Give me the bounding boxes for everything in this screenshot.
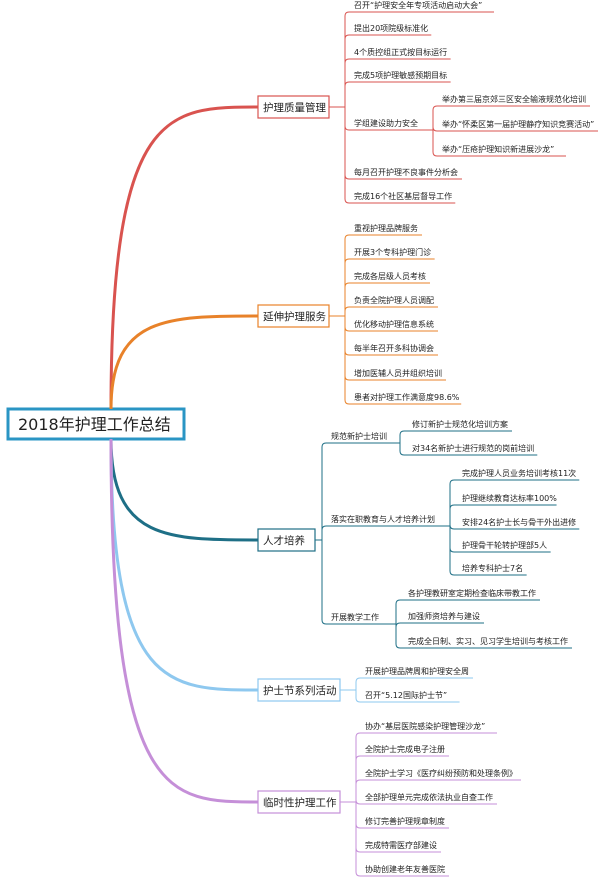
leaf-underline [355, 697, 460, 703]
leaf-label: 召开“护理安全年专项活动启动大会” [354, 0, 482, 10]
branch-label: 护理质量管理 [263, 101, 326, 114]
leaf-label: 协办“基层医院感染护理管理沙龙” [365, 721, 485, 731]
branch-2: 人才培养 规范新护士培训 修订新护士规范化培训方案对34名新护士进行规范的岗前培训落… [109, 419, 580, 649]
branch-label: 护士节系列活动 [263, 684, 337, 697]
leaf-underline [344, 326, 438, 332]
sub-leaf-underline [449, 504, 557, 510]
leaf-underline [344, 125, 422, 131]
leaf-label: 完成16个社区基层督导工作 [354, 191, 452, 201]
leaf-underline [344, 11, 494, 17]
leaf-label: 修订完善护理规章制度 [365, 816, 445, 826]
leaf-label: 优化移动护理信息系统 [354, 319, 434, 329]
root-label: 2018年护理工作总结 [18, 415, 171, 434]
leaf-label: 4个质控组正式按目标运行 [354, 47, 447, 57]
sub-leaf-underline [432, 126, 598, 132]
sub-leaf-underline [399, 450, 538, 456]
leaf-label: 重视护理品牌服务 [354, 223, 418, 233]
leaf-label: 每半年召开多科协调会 [354, 343, 434, 353]
leaf-label: 每月召开护理不良事件分析会 [354, 167, 458, 177]
sub-leaf-underline [395, 622, 484, 628]
sub-leaf-label: 护理骨干轮转护理部5人 [462, 540, 547, 550]
leaf-label: 完成特需医疗部建设 [365, 840, 437, 850]
leaf-underline [344, 399, 462, 405]
branch-connector [109, 438, 259, 692]
root-node: 2018年护理工作总结 [6, 407, 186, 441]
leaf-underline [355, 823, 449, 829]
leaf-underline [344, 58, 451, 64]
sub-leaf-underline [432, 151, 566, 157]
sub-leaf-label: 培养专科护士7名 [462, 563, 523, 573]
root-box [6, 407, 186, 441]
leaf-label: 增加医辅人员并组织培训 [354, 368, 442, 378]
leaf-underline [344, 282, 430, 288]
leaf-underline [355, 677, 473, 683]
leaf-underline [355, 755, 449, 761]
leaf-label: 规范新护士培训 [331, 431, 387, 441]
leaf-underline [344, 375, 446, 381]
leaf-label: 全院护士学习《医疗纠纷预防和处理条例》 [365, 768, 517, 778]
sub-leaf-underline [449, 479, 580, 485]
leaf-label: 负责全院护理人员调配 [354, 295, 434, 305]
branch-connector [109, 105, 259, 410]
leaf-underline [321, 442, 391, 448]
leaf-underline [344, 81, 451, 87]
branch-connector [109, 314, 259, 410]
sub-leaf-underline [449, 547, 551, 553]
leaf-label: 开展3个专科护理门诊 [354, 247, 431, 257]
sub-leaf-label: 护理继续教育达标率100% [462, 493, 557, 503]
leaf-label: 学组建设助力安全 [354, 118, 418, 128]
branch-label: 人才培养 [263, 534, 305, 547]
sub-leaf-underline [395, 643, 572, 649]
leaf-underline [344, 306, 438, 312]
leaf-label: 召开“5.12国际护士节” [365, 690, 447, 700]
leaf-label: 患者对护理工作满意度98.6% [354, 392, 460, 402]
sub-leaf-label: 举办第三届京郊三区安全输液规范化培训 [442, 94, 586, 104]
leaf-underline [355, 732, 497, 738]
branch-label: 延伸护理服务 [263, 310, 326, 323]
branch-label: 临时性护理工作 [263, 796, 337, 809]
leaf-underline [344, 350, 438, 356]
leaf-label: 开展教学工作 [331, 612, 379, 622]
sub-leaf-label: 修订新护士规范化培训方案 [412, 419, 508, 429]
branch-4: 临时性护理工作 协办“基层医院感染护理管理沙龙” 全院护士完成电子注册全院护士学习《… [109, 438, 521, 877]
leaf-label: 提出20项院级标准化 [354, 23, 428, 33]
branch-1: 延伸护理服务 重视护理品牌服务开展3个专科护理门诊完成各层级人员考核负责全院护理人… [109, 223, 462, 410]
sub-leaf-underline [395, 599, 540, 605]
sub-leaf-label: 举办“压疮护理知识新进展沙龙” [442, 144, 554, 154]
leaf-label: 完成各层级人员考核 [354, 271, 426, 281]
sub-leaf-label: 对34名新护士进行规范的岗前培训 [412, 443, 534, 453]
leaf-underline [344, 198, 456, 204]
leaf-underline [355, 779, 521, 785]
leaf-underline [321, 619, 383, 625]
sub-leaf-label: 各护理教研室定期检查临床带教工作 [408, 588, 536, 598]
leaf-label: 完成5项护理敏感预期目标 [354, 70, 447, 80]
sub-leaf-label: 加强师资培养与建设 [408, 611, 480, 621]
leaf-label: 全部护理单元完成依法执业自查工作 [365, 792, 493, 802]
sub-leaf-label: 举办“怀柔区第一届护理静疗知识竞赛活动” [442, 119, 594, 129]
sub-leaf-underline [432, 105, 590, 111]
branch-connector [109, 438, 259, 804]
leaf-underline [344, 234, 422, 240]
leaf-underline [355, 799, 497, 805]
leaf-label: 协助创建老年友善医院 [365, 864, 445, 874]
sub-leaf-label: 安排24名护士长与骨干外出进修 [462, 517, 576, 527]
leaf-underline [344, 174, 462, 180]
sub-leaf-underline [449, 570, 527, 576]
leaf-underline [355, 871, 449, 877]
leaf-label: 开展护理品牌周和护理安全周 [365, 666, 469, 676]
sub-leaf-label: 完成护理人员业务培训考核11次 [462, 468, 576, 478]
leaf-underline [321, 525, 439, 531]
leaf-label: 落实在职教育与人才培养计划 [331, 514, 435, 524]
leaf-label: 全院护士完成电子注册 [365, 744, 445, 754]
branch-connector [109, 438, 259, 542]
leaf-underline [355, 847, 441, 853]
leaf-underline [344, 258, 435, 264]
branch-0: 护理质量管理 召开“护理安全年专项活动启动大会” 提出20项院级标准化 4个质控组正式… [109, 0, 598, 410]
leaf-underline [344, 34, 432, 40]
sub-leaf-underline [449, 524, 580, 530]
sub-leaf-label: 完成全日制、实习、见习学生培训与考核工作 [408, 636, 568, 646]
sub-leaf-underline [399, 430, 512, 436]
